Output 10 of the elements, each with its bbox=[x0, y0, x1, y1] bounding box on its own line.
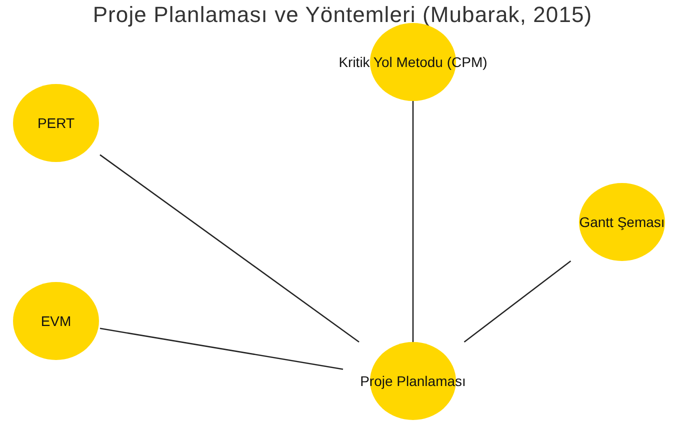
node-label: Gantt Şeması bbox=[579, 212, 665, 232]
node-label: PERT bbox=[37, 114, 75, 132]
ellipse-node bbox=[12, 282, 100, 360]
connector-line bbox=[412, 101, 414, 342]
connector-line bbox=[100, 328, 344, 370]
node-label: EVM bbox=[40, 312, 72, 330]
diagram-title: Proje Planlaması ve Yöntemleri (Mubarak, 2015) bbox=[92, 1, 594, 29]
connector-line bbox=[100, 154, 360, 343]
connector-line bbox=[464, 260, 572, 343]
ellipse-node bbox=[12, 84, 100, 162]
